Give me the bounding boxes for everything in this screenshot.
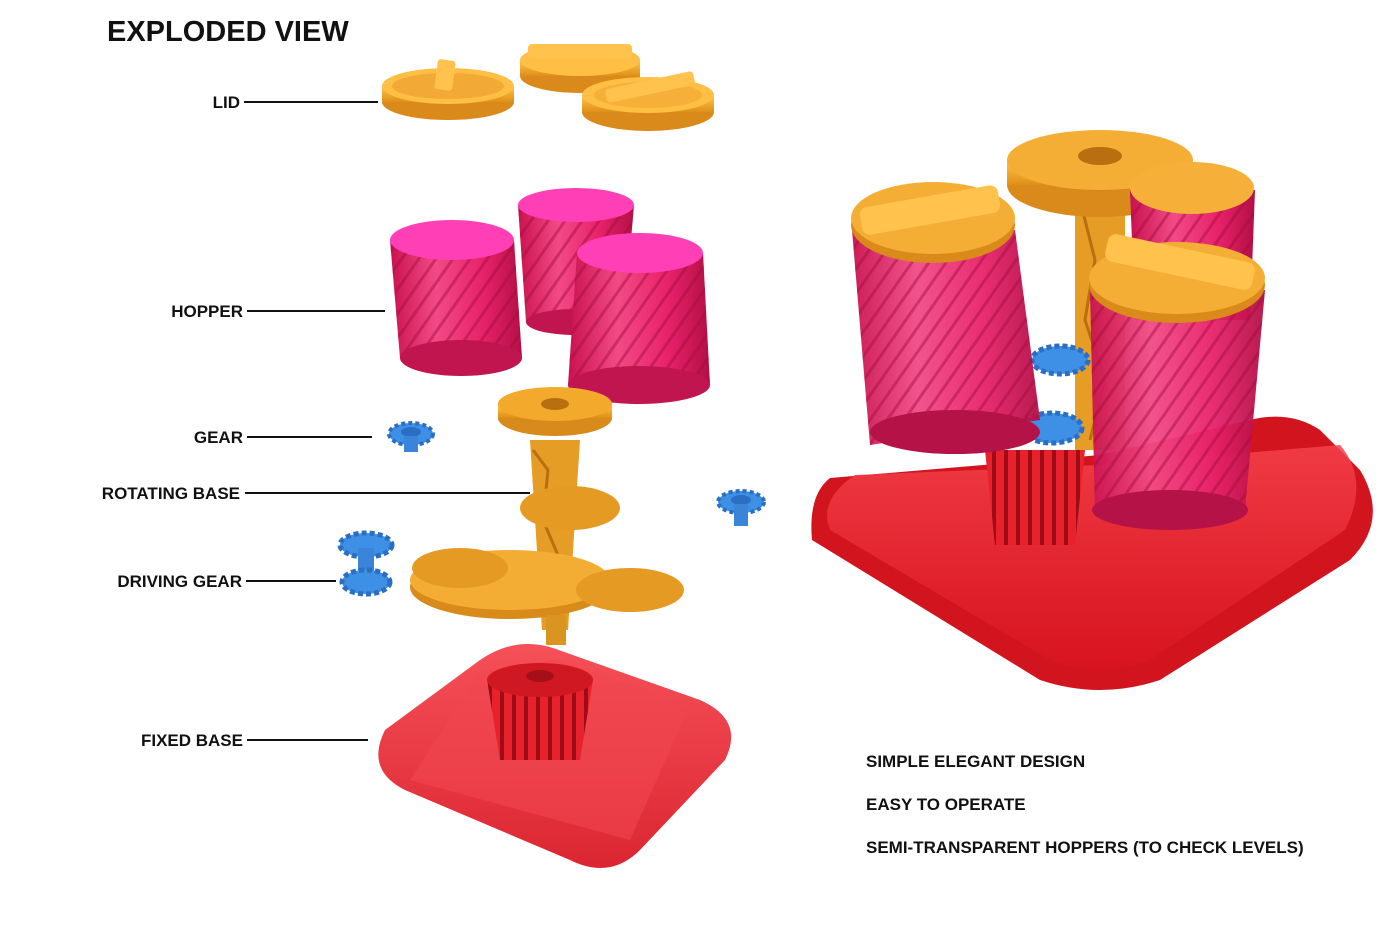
lid-1: [382, 59, 514, 120]
hopper-1: [390, 220, 522, 376]
label-lid: LID: [213, 93, 240, 112]
lid-2: [520, 44, 640, 93]
feature-2: EASY TO OPERATE: [866, 795, 1026, 814]
driving-gear-part: [337, 530, 395, 597]
rotating-base-part: [410, 387, 684, 645]
assembled-view: [811, 130, 1373, 690]
label-driving-gear: DRIVING GEAR: [117, 572, 242, 591]
small-gear: [387, 421, 435, 452]
small-gear-right: [716, 489, 766, 526]
lid-parts: [382, 44, 714, 131]
feature-3: SEMI-TRANSPARENT HOPPERS (TO CHECK LEVEL…: [866, 838, 1304, 857]
fixed-base-part: [378, 644, 732, 868]
label-hopper: HOPPER: [171, 302, 243, 321]
label-rotating-base: ROTATING BASE: [102, 484, 240, 503]
hopper-3: [568, 233, 710, 404]
diagram-title: EXPLODED VIEW: [107, 16, 349, 48]
label-fixed-base: FIXED BASE: [141, 731, 243, 750]
leader-lines: [244, 101, 530, 741]
feature-1: SIMPLE ELEGANT DESIGN: [866, 752, 1085, 771]
hopper-parts: [390, 188, 710, 404]
lid-3: [582, 71, 714, 131]
label-gear: GEAR: [194, 428, 243, 447]
